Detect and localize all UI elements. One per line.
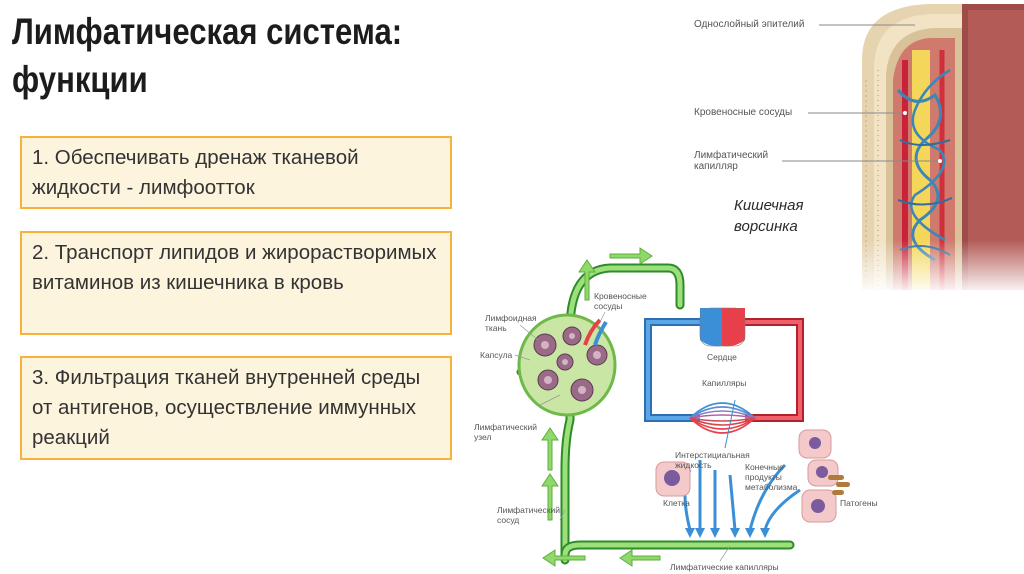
diagram-leader-lines bbox=[514, 311, 731, 562]
lymph-flow-arrows bbox=[541, 247, 661, 567]
label-lymph-node: Лимфатический узел bbox=[474, 422, 537, 442]
pathogens bbox=[828, 475, 850, 495]
label-blood-vessels: Кровеносные сосуды bbox=[594, 291, 647, 311]
heart bbox=[699, 307, 746, 347]
function-box-filtration: 3. Фильтрация тканей внутренней среды от… bbox=[20, 356, 452, 460]
tissue-cells bbox=[655, 429, 839, 523]
villus-shape bbox=[860, 4, 1024, 295]
label-cell: Клетка bbox=[663, 498, 690, 508]
label-interstitial-fluid: Интерстициальная жидкость bbox=[675, 450, 750, 470]
label-metabolic-products: Конечные продукты метаболизма bbox=[745, 462, 798, 492]
function-text-lipid-transport: 2. Транспорт липидов и жирорастворимых в… bbox=[32, 241, 437, 294]
label-lymphoid-tissue: Лимфоидная ткань bbox=[485, 313, 537, 333]
lymph-vessels bbox=[516, 263, 795, 565]
label-heart: Сердце bbox=[707, 352, 737, 362]
function-box-drainage: 1. Обеспечивать дренаж тканевой жидкости… bbox=[20, 136, 452, 209]
capillary-bed bbox=[689, 402, 756, 434]
label-villus-blood-vessels: Кровеносные сосуды bbox=[694, 107, 793, 118]
blood-circuit bbox=[644, 318, 804, 422]
label-capillaries: Капилляры bbox=[702, 378, 747, 388]
villus-caption: Кишечная ворсинка bbox=[734, 197, 804, 235]
label-capsule: Капсула bbox=[480, 350, 513, 360]
node-blood-vessels bbox=[583, 318, 608, 346]
function-box-lipid-transport: 2. Транспорт липидов и жирорастворимых в… bbox=[20, 231, 452, 335]
interstitial-arrowheads bbox=[685, 528, 770, 538]
page-title: Лимфатическая система: функции bbox=[12, 11, 403, 100]
function-text-filtration: 3. Фильтрация тканей внутренней среды от… bbox=[32, 366, 421, 449]
label-lymph-vessel: Лимфатический сосуд bbox=[497, 505, 560, 525]
label-pathogens: Патогены bbox=[840, 498, 878, 508]
label-villus-lymph-capillary: Лимфатический капилляр bbox=[694, 150, 769, 172]
lymph-node bbox=[517, 313, 617, 417]
label-epithelium: Однослойный эпителий bbox=[694, 19, 805, 30]
label-lymph-capillaries: Лимфатические капилляры bbox=[670, 562, 779, 572]
function-text-drainage: 1. Обеспечивать дренаж тканевой жидкости… bbox=[32, 146, 359, 199]
